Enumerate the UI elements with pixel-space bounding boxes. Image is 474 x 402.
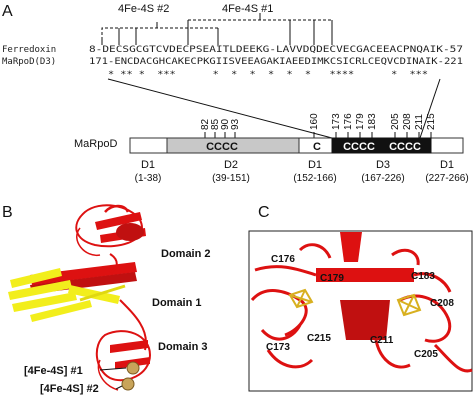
domain3-structure bbox=[95, 299, 152, 391]
cluster2-pointer bbox=[115, 385, 123, 390]
d1-cys-label: C bbox=[313, 141, 321, 153]
cluster1-bracket bbox=[187, 19, 333, 45]
seq-row-1-sequence: 8-DECSGCGTCVDECPSEAITLDEEKG-LAVVDQDECVEC… bbox=[89, 45, 463, 55]
residue-label-c179: C179 bbox=[320, 273, 344, 284]
domain-4-name: D3 bbox=[376, 159, 390, 171]
residue-number-179: 179 bbox=[355, 113, 366, 130]
residue-number-176: 176 bbox=[343, 113, 354, 130]
d3-cys-label-a: CCCC bbox=[343, 141, 375, 153]
protein-name: MaRpoD bbox=[74, 138, 117, 150]
cluster1-sphere bbox=[126, 361, 140, 375]
domain2-label: Domain 2 bbox=[161, 248, 211, 260]
residue-number-93: 93 bbox=[230, 118, 241, 130]
domain-5-range: (227-266) bbox=[425, 173, 468, 184]
seq-row-2-sequence: 171-ENCDACGHCAKECPKGIISVEEAGAKIAEEDIMKCS… bbox=[89, 57, 463, 67]
domain-5-name: D1 bbox=[440, 159, 454, 171]
domain-4-range: (167-226) bbox=[361, 173, 404, 184]
domain-1-range: (1-38) bbox=[135, 173, 162, 184]
residue-number-215: 215 bbox=[426, 113, 437, 130]
domain1-structure bbox=[8, 253, 137, 322]
panel-c-label: C bbox=[258, 204, 270, 221]
residue-number-82: 82 bbox=[200, 118, 211, 130]
residue-number-208: 208 bbox=[402, 113, 413, 130]
projection-line-right bbox=[419, 78, 441, 139]
panel-c: C C176 C179 bbox=[248, 204, 473, 392]
seq-row-1-name: Ferredoxin bbox=[2, 45, 56, 55]
projection-line-left bbox=[107, 78, 333, 139]
residue-number-205: 205 bbox=[390, 113, 401, 130]
residue-label-c173: C173 bbox=[266, 342, 290, 353]
residue-number-211: 211 bbox=[414, 114, 425, 130]
domain-1-name: D1 bbox=[141, 159, 155, 171]
residue-label-c211: C211 bbox=[370, 335, 394, 346]
cluster-ticks bbox=[101, 13, 333, 45]
residue-number-183: 183 bbox=[367, 113, 378, 130]
domain-2-range: (39-151) bbox=[212, 173, 250, 184]
domain-2-name: D2 bbox=[224, 159, 238, 171]
cluster2-label: 4Fe-4S #2 bbox=[118, 3, 169, 15]
residue-label-c215: C215 bbox=[307, 333, 331, 344]
domain2-structure bbox=[75, 204, 146, 256]
panel-b-label: B bbox=[2, 204, 13, 221]
residue-number-160: 160 bbox=[309, 113, 320, 130]
residue-number-90: 90 bbox=[220, 118, 231, 130]
cluster2-sphere bbox=[121, 377, 135, 391]
domain-d3-box bbox=[331, 137, 432, 154]
domain-labels: D1 (1-38) D2 (39-151) D1 (152-166) D3 (1… bbox=[135, 159, 469, 184]
d3-cys-label-b: CCCC bbox=[389, 141, 421, 153]
cluster1-label-b: [4Fe-4S] #1 bbox=[24, 365, 83, 377]
domain3-label: Domain 3 bbox=[158, 341, 208, 353]
fes-cluster-right bbox=[396, 293, 422, 317]
cluster1-pointer bbox=[99, 367, 127, 371]
cluster2-label-b: [4Fe-4S] #2 bbox=[40, 383, 99, 395]
seq-row-2-name: MaRpoD(D3) bbox=[2, 57, 56, 67]
residue-label-c205: C205 bbox=[414, 349, 438, 360]
residue-label-c208: C208 bbox=[430, 298, 454, 309]
conservation-stars: * ** * *** * * * * * * **** * *** bbox=[108, 70, 428, 80]
residue-number-173: 173 bbox=[331, 113, 342, 130]
residue-ticks bbox=[204, 132, 432, 138]
fes-cluster-left bbox=[288, 288, 314, 309]
residue-number-85: 85 bbox=[210, 118, 221, 130]
domain1-label: Domain 1 bbox=[152, 297, 202, 309]
cluster1-label: 4Fe-4S #1 bbox=[222, 3, 273, 15]
panel-a-label: A bbox=[2, 3, 13, 20]
panel-a: A 4Fe-4S #2 4Fe-4S #1 Ferredoxin 8-DECSG… bbox=[2, 3, 469, 184]
residue-label-c176: C176 bbox=[271, 254, 295, 265]
d2-cys-label: CCCC bbox=[206, 141, 238, 153]
zoom-structure bbox=[250, 232, 473, 373]
panel-b: B bbox=[2, 204, 211, 395]
residue-label-c183: C183 bbox=[411, 271, 435, 282]
domain-3-name: D1 bbox=[308, 159, 322, 171]
domain-3-range: (152-166) bbox=[293, 173, 336, 184]
